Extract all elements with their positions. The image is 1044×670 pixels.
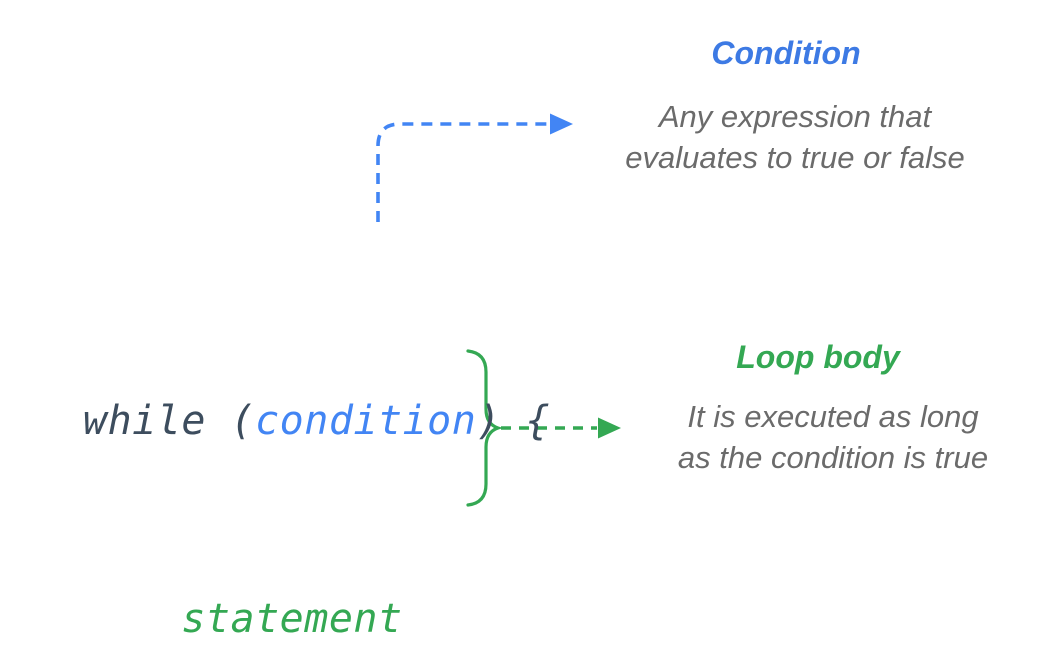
loop-body-callout-description-line2: as the condition is true xyxy=(677,440,989,475)
condition-callout-description: Any expression that evaluates to true or… xyxy=(590,96,1000,178)
loop-body-callout-title: Loop body xyxy=(736,339,900,375)
condition-dashed-arrow-icon xyxy=(376,113,573,222)
condition-callout-description-line1: Any expression that xyxy=(658,99,932,134)
code-token-open-brace: ) { xyxy=(476,398,551,444)
code-token-statement: statement xyxy=(83,596,403,642)
condition-callout-description-line2: evaluates to true or false xyxy=(625,140,965,175)
loop-body-callout-description-line1: It is executed as long xyxy=(687,399,979,434)
loop-body-callout-description: It is executed as long as the condition … xyxy=(628,396,1038,478)
condition-callout-title: Condition xyxy=(711,35,861,71)
code-block: while (condition) { statement statement … xyxy=(83,256,550,670)
code-line-while: while (condition) { xyxy=(83,388,550,454)
code-token-keyword: while ( xyxy=(83,398,256,444)
code-token-condition: condition xyxy=(255,398,477,444)
code-line-statement-1: statement xyxy=(83,586,550,652)
